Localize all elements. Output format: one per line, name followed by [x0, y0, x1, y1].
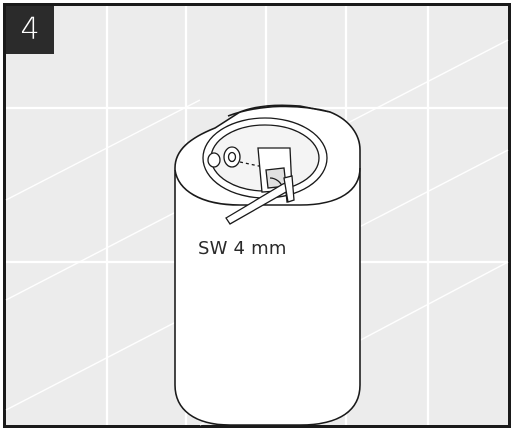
holder-opening [202, 117, 328, 199]
step-number-badge: 4 [6, 6, 54, 54]
allen-key-icon [225, 175, 295, 225]
wrench-size-label: SW 4 mm [198, 238, 287, 259]
